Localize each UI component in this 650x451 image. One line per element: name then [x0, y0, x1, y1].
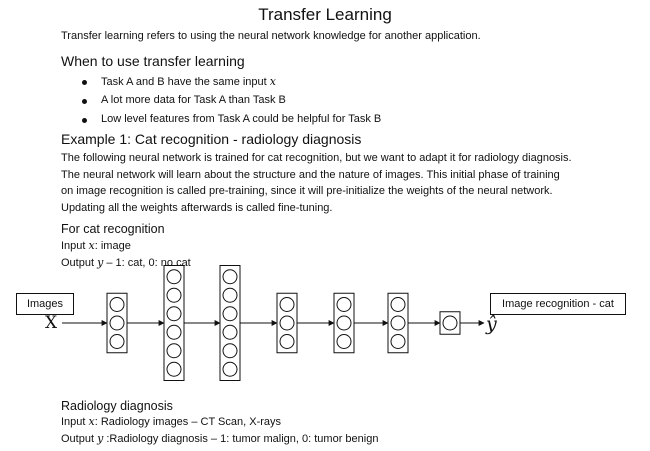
neuron [222, 306, 238, 322]
neuron [166, 269, 182, 285]
radiology-heading: Radiology diagnosis [61, 399, 173, 413]
neuron [390, 297, 406, 312]
neuron [336, 315, 352, 331]
bullet-text: Task A and B have the same input [101, 76, 270, 88]
neuron [279, 297, 295, 312]
neuron [109, 315, 125, 331]
radiology-output-line: Output y :Radiology diagnosis – 1: tumor… [61, 432, 379, 445]
paragraph-line: The neural network will learn about the … [61, 168, 560, 181]
neuron [222, 343, 238, 359]
neuron [279, 334, 295, 349]
paragraph-line: Updating all the weights afterwards is c… [61, 201, 333, 214]
section-heading-when: When to use transfer learning [61, 53, 245, 69]
neuron [166, 306, 182, 322]
paragraph-line: The following neural network is trained … [61, 152, 572, 164]
bullet-text: A lot more data for Task A than Task B [101, 94, 286, 106]
neuron [390, 315, 406, 331]
radiology-input-line: Input x: Radiology images – CT Scan, X-r… [61, 415, 282, 428]
bullet-item: Low level features from Task A could be … [82, 110, 381, 129]
cat-heading: For cat recognition [61, 222, 165, 236]
neuron [390, 334, 406, 349]
input-symbol-x: X [45, 313, 58, 333]
neuron [336, 297, 352, 312]
neuron [166, 343, 182, 359]
paragraph-line: on image recognition is called pre-train… [61, 185, 553, 197]
neuron [166, 361, 182, 377]
output-box-recognition: Image recognition - cat [490, 293, 626, 315]
bullet-text: Low level features from Task A could be … [101, 113, 382, 125]
neuron [442, 315, 458, 331]
neuron [222, 361, 238, 377]
neuron [222, 324, 238, 340]
section-heading-example: Example 1: Cat recognition - radiology d… [61, 131, 362, 147]
cat-input-line: Input x: image [61, 239, 131, 252]
example-paragraph: The following neural network is trained … [61, 150, 572, 216]
intro-text: Transfer learning refers to using the ne… [61, 30, 481, 42]
neuron [166, 324, 182, 340]
neuron [336, 334, 352, 349]
bullet-item: Task A and B have the same input x [82, 72, 381, 91]
math-variable: x [269, 75, 276, 88]
neuron [166, 287, 182, 303]
neuron [222, 287, 238, 303]
neuron [109, 297, 125, 312]
neuron [109, 334, 125, 349]
input-box-images: Images [16, 293, 74, 315]
bullet-list: Task A and B have the same input x A lot… [82, 72, 381, 129]
bullet-item: A lot more data for Task A than Task B [82, 91, 381, 110]
page-title: Transfer Learning [258, 5, 392, 24]
output-symbol-yhat: ŷ [486, 313, 497, 335]
neuron [279, 315, 295, 331]
neuron [222, 269, 238, 285]
